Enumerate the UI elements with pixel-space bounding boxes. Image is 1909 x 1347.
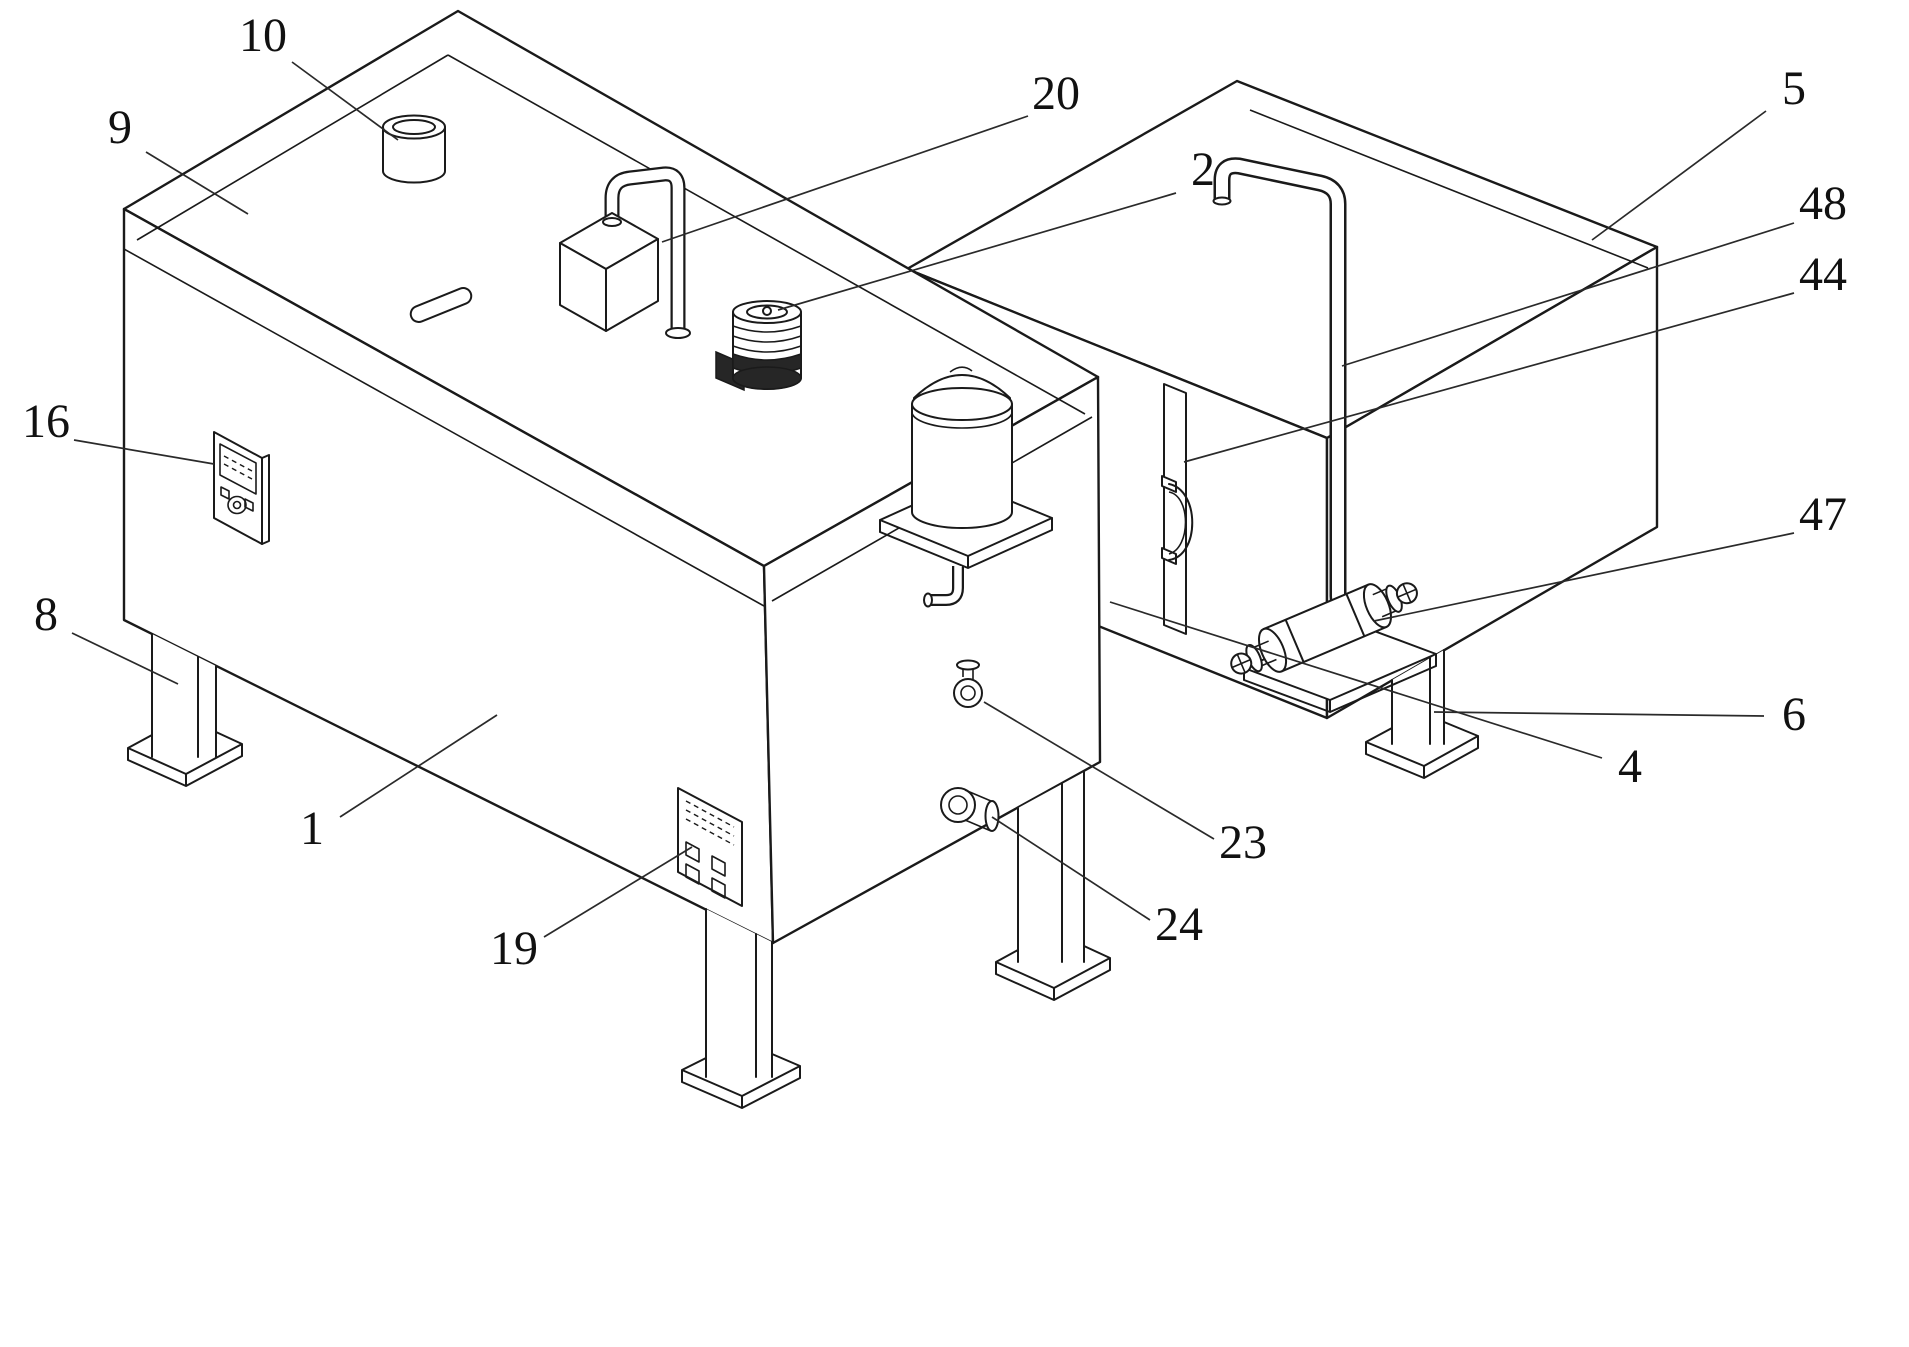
ref-numeral-10: 10	[239, 9, 287, 62]
ref-numeral-4: 4	[1618, 740, 1642, 793]
leg-front-center	[681, 908, 801, 1109]
lid-handle-bar	[409, 287, 473, 323]
canister-unit	[879, 366, 1053, 608]
leg-front-left	[127, 633, 243, 787]
side-valve	[953, 659, 983, 708]
pump-cylinder	[1230, 582, 1418, 675]
ref-numeral-2: 2	[1191, 143, 1215, 196]
ref-numeral-8: 8	[34, 588, 58, 641]
leader-line-10	[291, 61, 399, 141]
leader-line-5	[1591, 110, 1767, 241]
canister-body	[911, 403, 1013, 529]
ref-numeral-47: 47	[1799, 488, 1847, 541]
outlet-stub	[940, 787, 1000, 832]
leader-line-24	[991, 816, 1151, 921]
controller-screen	[219, 443, 257, 495]
leader-line-48	[1341, 222, 1795, 367]
support-legs	[127, 633, 1111, 1109]
leader-line-47	[1373, 532, 1795, 622]
ref-numeral-5: 5	[1782, 62, 1806, 115]
leader-line-6	[1433, 711, 1765, 717]
leader-line-16	[73, 439, 215, 465]
door-handle	[1161, 475, 1194, 565]
leader-line-1	[339, 714, 498, 818]
leader-line-8	[71, 632, 179, 685]
pump-inlet-valve	[1230, 640, 1277, 675]
ref-numeral-1: 1	[300, 802, 324, 855]
ref-numeral-44: 44	[1799, 248, 1847, 301]
pipe-nozzle-opening	[1212, 196, 1232, 206]
motor-base	[732, 366, 802, 390]
leader-line-4	[1109, 601, 1603, 759]
pump-outlet-valve	[1372, 582, 1418, 618]
filler-port	[382, 114, 446, 184]
ref-numeral-24: 24	[1155, 898, 1203, 951]
pump-assembly	[1230, 582, 1437, 713]
ref-numeral-6: 6	[1782, 688, 1806, 741]
reference-labels: 10 9 20 2 5 48 44 16 47 8 6 4 1 23 24 19	[22, 9, 1847, 975]
ref-numeral-16: 16	[22, 395, 70, 448]
right-tank-leg	[1365, 649, 1479, 779]
leader-line-19	[543, 846, 693, 938]
ref-numeral-9: 9	[108, 101, 132, 154]
leader-line-9	[145, 151, 249, 215]
foot-plate-edges	[1365, 721, 1479, 779]
ref-numeral-19: 19	[490, 922, 538, 975]
leader-line-44	[1183, 292, 1795, 463]
control-panel	[677, 787, 743, 907]
left-tank-rim-lines	[123, 54, 1093, 607]
leader-line-23	[983, 701, 1215, 840]
sight-slot	[1163, 383, 1187, 635]
breather-box	[559, 166, 691, 339]
leg-right-side	[995, 771, 1111, 1001]
ref-numeral-48: 48	[1799, 177, 1847, 230]
right-tank-rim-line	[1249, 109, 1649, 269]
ref-numeral-23: 23	[1219, 816, 1267, 869]
ref-numeral-20: 20	[1032, 67, 1080, 120]
leader-line-2	[777, 192, 1177, 311]
leader-line-20	[661, 115, 1029, 243]
controller	[213, 431, 270, 545]
pipe-flange	[665, 327, 691, 339]
motor	[715, 300, 802, 392]
